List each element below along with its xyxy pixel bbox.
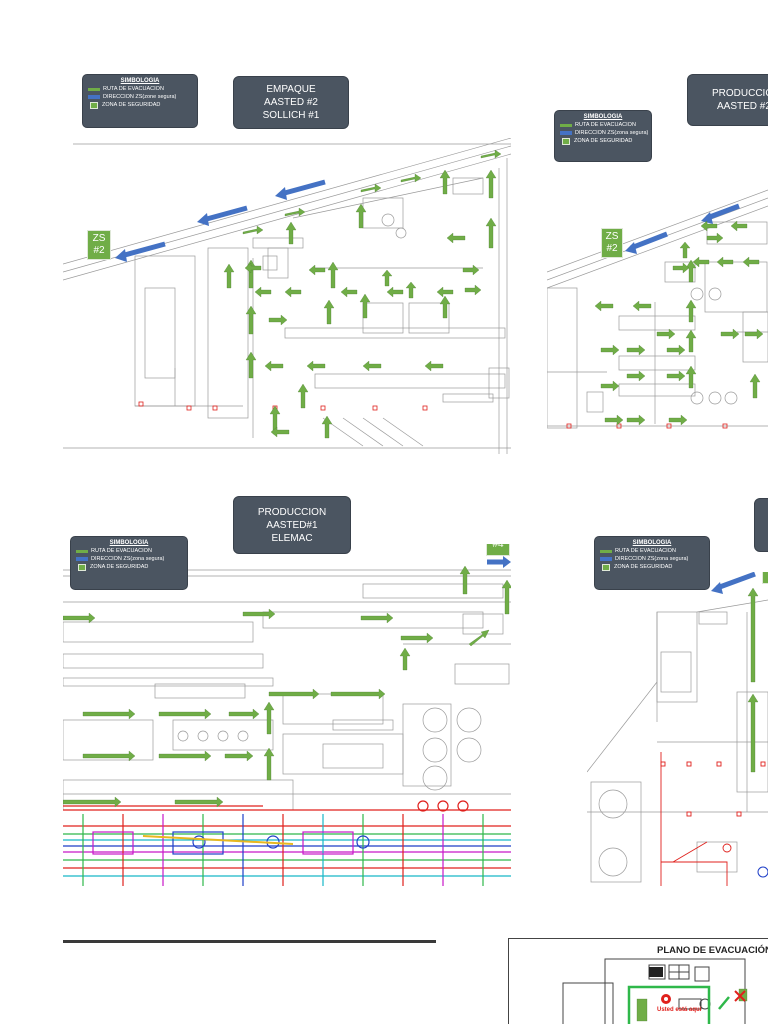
legend-direction-label: DIRECCION ZS(zona segura) (91, 556, 165, 562)
legend-direction-row: DIRECCION ZS(zona segura) (560, 129, 649, 137)
safe-zone-number: #4 (492, 544, 504, 550)
area-title-line-1: PRODUCCION (257, 506, 327, 518)
legend-direction-row: DIRECCION ZS(zona segura) (600, 555, 704, 563)
legend-zone-label: ZONA DE SEGURIDAD (614, 564, 673, 570)
safe-zone-icon (562, 137, 570, 145)
legend-zone-row: ZONA DE SEGURIDAD (600, 563, 704, 571)
legend-direction-row: DIRECCION ZS(zone segura) (88, 93, 192, 101)
area-title-produccion-aasted1: PRODUCCION AASTED#1 ELEMAC (233, 496, 351, 554)
blue-arrow-icon (600, 557, 612, 561)
legend-empaque: SIMBOLOGIA RUTA DE EVACUACION DIRECCION … (82, 74, 198, 128)
safe-zone-marker: ZS #4 (486, 544, 510, 556)
safe-zone-number: #2 (93, 245, 105, 256)
floor-plan-drawing (63, 138, 511, 454)
blue-arrow-icon (76, 557, 88, 561)
legend-route-row: RUTA DE EVACUACION (560, 121, 646, 129)
legend-direction-row: DIRECCION ZS(zona segura) (76, 555, 182, 563)
area-title-empaque: EMPAQUE AASTED #2 SOLLICH #1 (233, 76, 349, 129)
legend-route-label: RUTA DE EVACUACION (103, 86, 164, 92)
area-title-produccion-aasted2: PRODUCCION AASTED #2 (687, 74, 768, 126)
floor-plan-produccion-aasted1: ZS #4 (63, 544, 511, 886)
area-title-line-1: PRODUCCION (712, 88, 768, 99)
divider-line (63, 940, 436, 943)
safe-zone-label: ZS (92, 233, 106, 244)
area-title-line-2: AASTED#1 (266, 519, 318, 531)
green-line-icon (76, 549, 88, 553)
area-title-warehouse (754, 498, 768, 552)
safe-zone-label: ZS (605, 231, 619, 242)
legend-direction-label: DIRECCION ZS(zona segura) (575, 130, 649, 136)
safe-zone-marker (762, 572, 768, 584)
legend-route-row: RUTA DE EVACUACION (600, 547, 704, 555)
legend-zone-row: ZONA DE SEGURIDAD (88, 101, 192, 109)
green-line-icon (600, 549, 612, 553)
area-title-line-2: AASTED #2 (264, 97, 318, 108)
legend-zone-label: ZONA DE SEGURIDAD (90, 564, 149, 570)
area-title-line-2: AASTED #2 (717, 101, 768, 112)
legend-zone-label: ZONA DE SEGURIDAD (102, 102, 161, 108)
area-title-line-3: ELEMAC (271, 532, 313, 544)
legend-route-row: RUTA DE EVACUACION (76, 547, 182, 555)
safe-zone-number: #2 (606, 243, 618, 254)
safe-zone-icon (90, 101, 98, 109)
legend-direction-label: DIRECCION ZS(zona segura) (615, 556, 689, 562)
legend-zone-row: ZONA DE SEGURIDAD (560, 137, 646, 145)
legend-direction-label: DIRECCION ZS(zone segura) (103, 94, 177, 100)
legend-zone-row: ZONA DE SEGURIDAD (76, 563, 182, 571)
blue-arrow-icon (560, 131, 572, 135)
blue-arrow-icon (88, 95, 100, 99)
floor-plan-empaque: ZS #2 (63, 138, 511, 456)
legend-title: SIMBOLOGIA (632, 540, 672, 546)
legend-title: SIMBOLOGIA (120, 78, 160, 84)
legend-produccion-aasted1: SIMBOLOGIA RUTA DE EVACUACION DIRECCION … (70, 536, 188, 590)
you-are-here-label: Usted está aquí (657, 1007, 702, 1013)
safe-zone-icon (602, 563, 610, 571)
legend-route-label: RUTA DE EVACUACION (615, 548, 676, 554)
green-line-icon (560, 123, 572, 127)
safe-zone-marker: ZS #2 (601, 228, 623, 258)
legend-route-row: RUTA DE EVACUACION (88, 85, 192, 93)
area-title-line-1: EMPAQUE (266, 84, 316, 95)
floor-plan-drawing (547, 189, 768, 429)
legend-zone-label: ZONA DE SEGURIDAD (574, 138, 633, 144)
floor-plan-warehouse (587, 572, 768, 886)
floor-plan-drawing (587, 572, 768, 886)
safe-zone-icon (78, 563, 86, 571)
legend-warehouse: SIMBOLOGIA RUTA DE EVACUACION DIRECCION … (594, 536, 710, 590)
floor-plan-drawing (63, 556, 511, 886)
evacuation-plan-drawing (562, 958, 748, 1024)
legend-title: SIMBOLOGIA (109, 540, 149, 546)
floor-plan-produccion-aasted2: ZS #2 (547, 162, 768, 438)
evacuation-plan-thumbnail: PLANO DE EVACUACIÓN Usted está aquí (508, 938, 768, 1024)
evacuation-plan-title: PLANO DE EVACUACIÓN (657, 945, 768, 956)
legend-produccion-aasted2: SIMBOLOGIA RUTA DE EVACUACION DIRECCION … (554, 110, 652, 162)
legend-route-label: RUTA DE EVACUACION (91, 548, 152, 554)
legend-route-label: RUTA DE EVACUACION (575, 122, 636, 128)
safe-zone-marker: ZS #2 (87, 230, 111, 260)
legend-title: SIMBOLOGIA (583, 114, 623, 120)
green-line-icon (88, 87, 100, 91)
area-title-line-3: SOLLICH #1 (262, 110, 320, 121)
